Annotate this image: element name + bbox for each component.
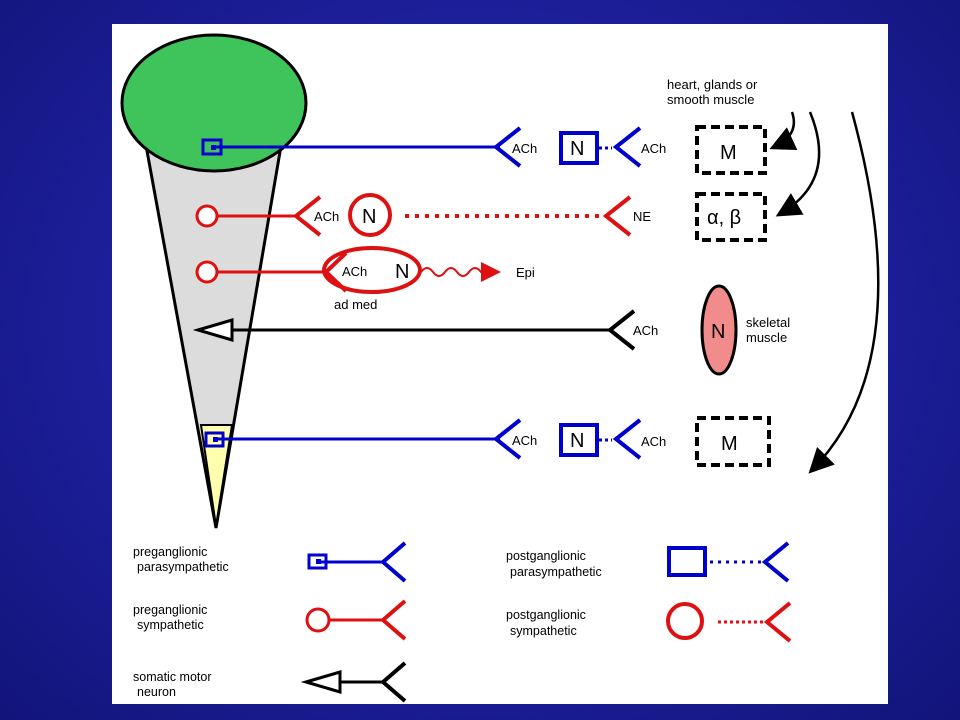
- ad-med-label: ad med: [334, 297, 377, 312]
- synapse-fork: [612, 418, 642, 460]
- ne-label: NE: [633, 209, 651, 224]
- n-label: N: [362, 206, 376, 228]
- ach-label: ACh: [641, 434, 666, 449]
- ach-label: ACh: [512, 433, 537, 448]
- legend-somatic-line2: neuron: [137, 685, 176, 699]
- target-arrow-3: [808, 111, 880, 474]
- ach-label: ACh: [314, 209, 339, 224]
- preganglionic-cell-body: [195, 204, 219, 228]
- row-adrenal-medulla: ACh N Epi ad med: [195, 246, 535, 312]
- legend-post-para-line2: parasympathetic: [510, 565, 602, 579]
- m-label: M: [721, 433, 738, 455]
- adrenal-medulla-cell: [322, 246, 422, 294]
- n-label: N: [711, 321, 725, 343]
- n-label: N: [570, 430, 584, 452]
- synapse-fork: [492, 418, 522, 460]
- row-sympathetic-ne: ACh N NE α, β: [195, 192, 767, 242]
- ach-label: ACh: [342, 264, 367, 279]
- synapse-fork: [492, 126, 522, 168]
- legend-post-symp-line2: sympathetic: [510, 624, 577, 638]
- row-cranial-parasympathetic: ACh N ACh M: [201, 125, 767, 175]
- n-label: N: [570, 138, 584, 160]
- alpha-beta-label: α, β: [707, 207, 741, 229]
- epinephrine-release-wave: [420, 262, 501, 282]
- legend: preganglionic parasympathetic preganglio…: [133, 541, 792, 703]
- ach-label: ACh: [633, 323, 658, 338]
- legend-post-para-line1: postganglionic: [506, 549, 586, 563]
- target-arrow-1: [769, 111, 798, 150]
- ganglion-cell: [348, 193, 392, 237]
- synapse-fork: [292, 195, 322, 237]
- ach-label: ACh: [512, 141, 537, 156]
- legend-somatic-line1: somatic motor: [133, 670, 212, 684]
- legend-pre-symp-line1: preganglionic: [133, 603, 207, 617]
- adrenergic-receptor-box: [695, 192, 767, 242]
- target-arrow-2: [775, 111, 821, 217]
- nicotinic-receptor-box: [559, 131, 599, 165]
- brain: [120, 33, 308, 173]
- synapse-fork: [606, 309, 636, 351]
- sacral-region: [199, 424, 234, 527]
- legend-pre-symp-icon: [305, 607, 331, 633]
- epi-label: Epi: [516, 265, 535, 280]
- ach-label: ACh: [641, 141, 666, 156]
- preganglionic-cell-body: [195, 260, 219, 284]
- muscle-label: muscle: [746, 330, 787, 345]
- muscarinic-receptor-box: [695, 416, 771, 467]
- row-somatic: ACh N skeletal muscle: [192, 284, 790, 376]
- m-label: M: [720, 142, 737, 164]
- synapse-fork: [323, 251, 348, 293]
- legend-post-symp-line1: postganglionic: [506, 608, 586, 622]
- synapse-fork: [612, 126, 642, 168]
- legend-pre-symp-line2: sympathetic: [137, 618, 204, 632]
- synapse-fork: [602, 195, 632, 237]
- targets-label-line2: smooth muscle: [667, 92, 754, 107]
- legend-somatic-icon: [300, 669, 342, 695]
- legend-post-para-icon: [667, 546, 707, 577]
- legend-pre-para-line2: parasympathetic: [137, 560, 229, 574]
- muscarinic-receptor-box: [695, 125, 767, 175]
- legend-pre-para-line1: preganglionic: [133, 545, 207, 559]
- n-label: N: [395, 261, 409, 283]
- legend-post-symp-icon: [666, 602, 704, 640]
- targets-label-line1: heart, glands or: [667, 77, 758, 92]
- nicotinic-receptor-box: [559, 423, 599, 457]
- skeletal-muscle-fiber: [700, 284, 738, 376]
- skeletal-label: skeletal: [746, 315, 790, 330]
- row-sacral-parasympathetic: ACh N ACh M: [204, 416, 771, 467]
